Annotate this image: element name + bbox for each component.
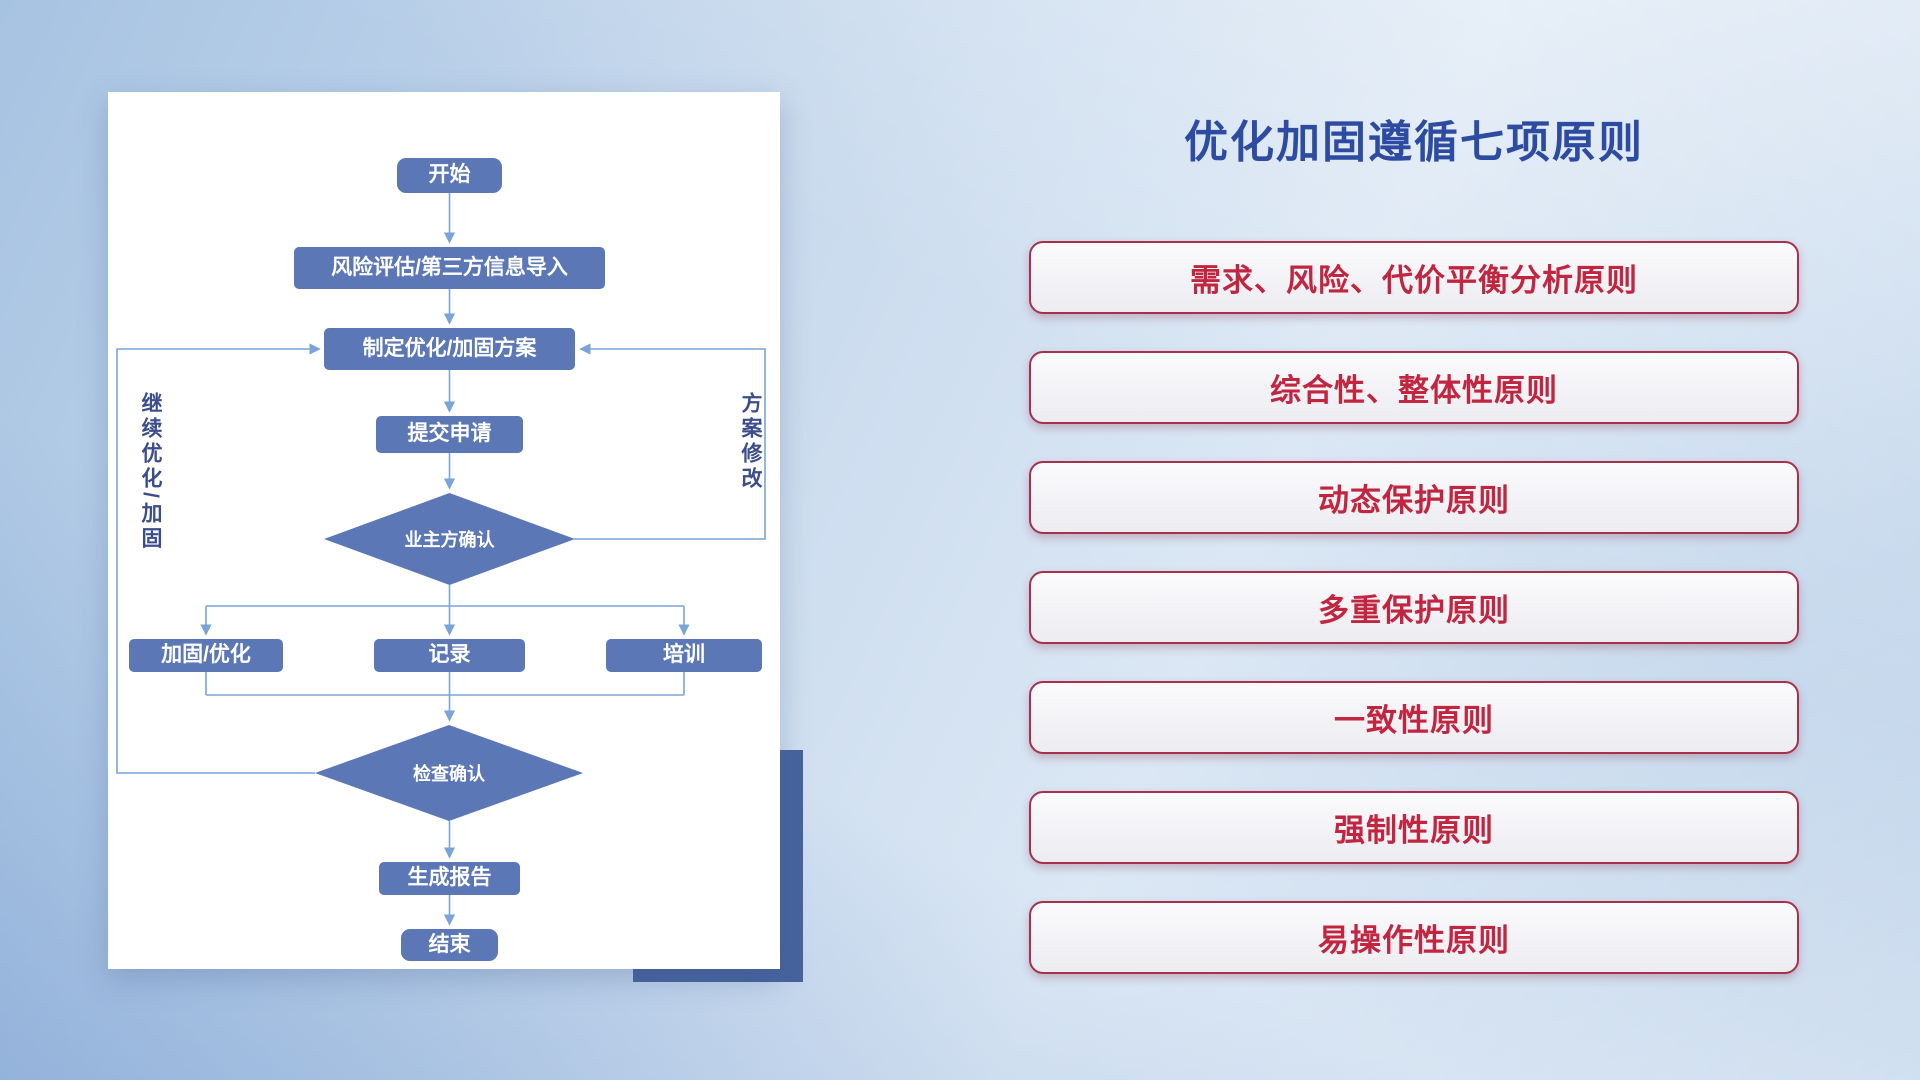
flow-node-training: 培训 xyxy=(606,639,762,672)
principle-item: 多重保护原则 xyxy=(1029,571,1799,644)
flow-node-generate-report: 生成报告 xyxy=(379,862,520,895)
flow-node-record: 记录 xyxy=(374,639,525,672)
principle-item: 易操作性原则 xyxy=(1029,901,1799,974)
flow-decision-owner-confirm: 业主方确认 xyxy=(324,493,575,585)
principles-list: 需求、风险、代价平衡分析原则 综合性、整体性原则 动态保护原则 多重保护原则 一… xyxy=(1029,241,1799,974)
principle-item: 动态保护原则 xyxy=(1029,461,1799,534)
flow-node-end: 结束 xyxy=(401,929,498,961)
page-title: 优化加固遵循七项原则 xyxy=(1184,118,1644,167)
flow-node-submit: 提交申请 xyxy=(376,416,523,453)
flow-node-make-plan: 制定优化/加固方案 xyxy=(324,328,575,370)
principle-item: 需求、风险、代价平衡分析原则 xyxy=(1029,241,1799,314)
loop-label-plan-revision: 方案修改 xyxy=(739,392,762,492)
principle-item: 一致性原则 xyxy=(1029,681,1799,754)
flow-node-reinforce-optimize: 加固/优化 xyxy=(129,639,283,672)
flow-node-risk-import: 风险评估/第三方信息导入 xyxy=(294,247,605,289)
loop-label-continue-optimize: 继续优化/加固 xyxy=(139,392,162,552)
principle-item: 强制性原则 xyxy=(1029,791,1799,864)
principle-item: 综合性、整体性原则 xyxy=(1029,351,1799,424)
flow-decision-check-confirm: 检查确认 xyxy=(315,725,583,821)
flow-node-start: 开始 xyxy=(397,158,502,193)
flowchart-card: 开始 风险评估/第三方信息导入 制定优化/加固方案 提交申请 业主方确认 加固/… xyxy=(108,92,780,969)
